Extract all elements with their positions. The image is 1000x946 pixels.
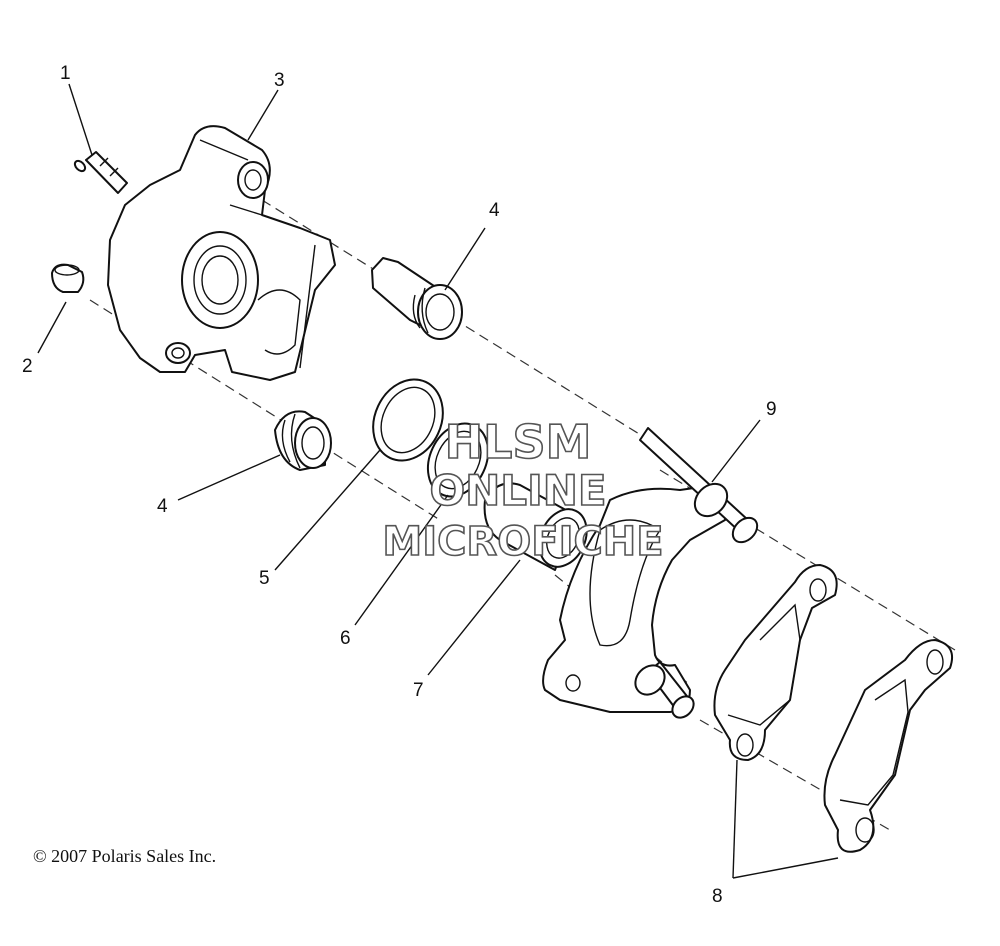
callout-9: 9 (766, 399, 777, 420)
callout-7: 7 (413, 680, 424, 701)
piston-seal (372, 378, 444, 462)
slide-pin-upper (371, 257, 463, 340)
callout-6: 6 (340, 628, 351, 649)
slide-boot-lower (274, 410, 332, 471)
watermark-line-2: ONLINE (429, 466, 606, 515)
callout-5: 5 (259, 568, 270, 589)
caliper-bracket (542, 427, 759, 719)
callout-3: 3 (274, 70, 285, 91)
watermark: HLSM ONLINE MICROFICHE (382, 414, 665, 566)
brake-pad-outer (823, 639, 954, 853)
bleeder-screw (73, 151, 128, 194)
callouts: 1 2 3 4 4 5 6 7 8 9 (22, 63, 777, 907)
copyright-notice: © 2007 Polaris Sales Inc. (33, 846, 217, 866)
watermark-line-3: MICROFICHE (382, 519, 663, 565)
dust-seal (426, 422, 490, 498)
brake-pad-inner (713, 564, 838, 761)
leader-lines (37, 83, 839, 879)
callout-2: 2 (22, 356, 33, 377)
piston (483, 482, 588, 571)
watermark-line-1: HLSM (445, 415, 592, 469)
callout-1: 1 (60, 63, 71, 84)
callout-8: 8 (712, 886, 723, 907)
bleeder-cap (51, 263, 85, 293)
caliper-body (107, 125, 336, 381)
callout-4-upper: 4 (489, 200, 500, 221)
callout-4-lower: 4 (157, 496, 168, 517)
